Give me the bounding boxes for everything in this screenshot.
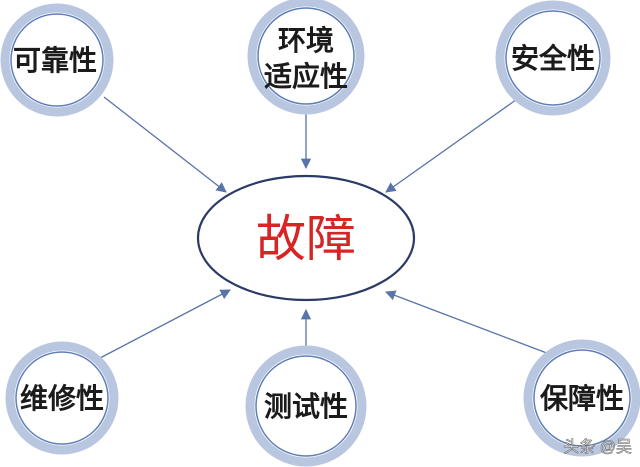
node-label-env-line1: 环境 — [278, 25, 334, 56]
node-label-testability: 测试性 — [264, 391, 348, 422]
center-label: 故障 — [256, 211, 356, 267]
node-testability: 测试性 — [245, 345, 367, 467]
arrow-safety — [385, 96, 521, 193]
node-supportability: 保障性 — [523, 339, 640, 457]
watermark-text: 头条 @吴 — [563, 438, 632, 456]
node-reliability: 可靠性 — [0, 3, 114, 117]
node-maintainability: 维修性 — [5, 341, 119, 455]
node-label-supportability: 保障性 — [540, 382, 624, 414]
node-label-safety: 安全性 — [511, 42, 595, 74]
arrow-supportability — [385, 290, 553, 356]
node-safety: 安全性 — [495, 0, 611, 116]
node-label-reliability: 可靠性 — [13, 45, 97, 76]
node-label-maintainability: 维修性 — [20, 383, 104, 414]
arrow-maintainability — [99, 289, 231, 359]
node-label-env-line2: 适应性 — [264, 60, 348, 92]
arrow-reliability — [103, 96, 227, 193]
center-fault: 故障 — [196, 174, 416, 302]
node-env: 环境 适应性 — [247, 0, 365, 115]
